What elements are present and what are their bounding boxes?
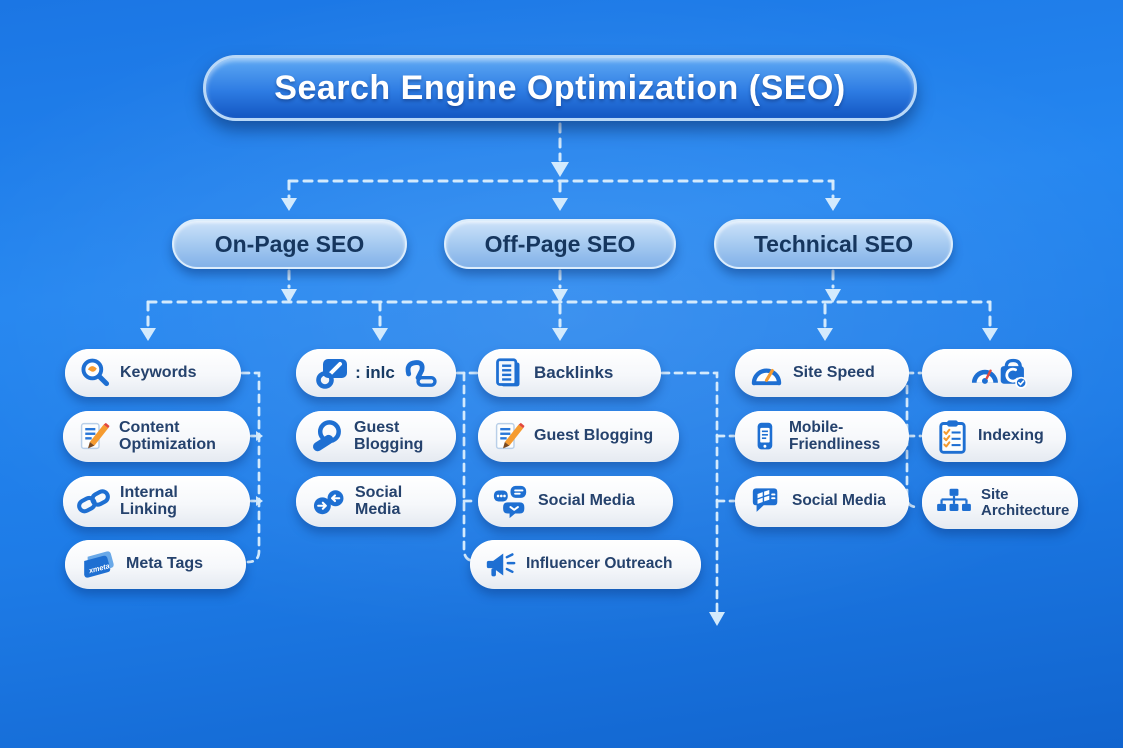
node-label: Backlinks xyxy=(534,362,614,382)
chat-bubbles-icon xyxy=(492,484,529,519)
branch-on-page-seo: On-Page SEO xyxy=(172,219,407,269)
node-label: Guest Blogging xyxy=(354,418,424,453)
branch-label: On-Page SEO xyxy=(214,230,365,257)
node-social-media: Social Media xyxy=(296,476,456,527)
branch-label: Technical SEO xyxy=(753,230,914,257)
node-label: Influencer Outreach xyxy=(526,555,673,573)
document-pencil-icon xyxy=(77,420,110,453)
node-label: Keywords xyxy=(120,363,197,381)
node-guest-blogging: Guest Blogging xyxy=(478,411,679,462)
node-meta-tags: xmeta Meta Tags xyxy=(65,540,246,589)
node-backlinks: Backlinks xyxy=(478,349,661,397)
node-label: Mobile-Friendliness xyxy=(789,419,881,453)
node-label: Site Architecture xyxy=(981,485,1070,519)
node-content-optimization: Content Optimization xyxy=(63,411,250,462)
node-label: Social Media xyxy=(538,492,635,510)
diagram-title-label: Search Engine Optimization (SEO) xyxy=(274,68,846,107)
link-card-icon xyxy=(314,356,350,390)
diagram-title: Search Engine Optimization (SEO) xyxy=(203,55,917,121)
node-guest-blogging: Guest Blogging xyxy=(296,411,456,462)
node-label: Indexing xyxy=(978,427,1044,445)
node-label: Content Optimization xyxy=(119,418,216,453)
pen-loop-icon xyxy=(310,419,345,454)
node-mobile-friendliness: Mobile-Friendliness xyxy=(735,411,909,462)
node-label: Social Media xyxy=(792,492,886,510)
gauge-camera-icon xyxy=(967,354,1027,393)
sitemap-icon xyxy=(936,487,972,519)
node-social-media: Social Media xyxy=(735,476,909,527)
node-internal-linking: Internal Linking xyxy=(63,476,250,527)
megaphone-icon xyxy=(484,549,517,580)
chain-link-icon xyxy=(77,485,111,519)
document-pencil-icon xyxy=(492,420,525,453)
node-label: Guest Blogging xyxy=(534,427,654,445)
node-indexing: Indexing xyxy=(922,411,1066,462)
document-lines-icon xyxy=(492,357,525,390)
clipboard-checklist-icon xyxy=(936,419,969,455)
meta-tag-icon: xmeta xyxy=(79,548,117,581)
node-site-speed: Site Speed xyxy=(735,349,909,397)
node-keywords: Keywords xyxy=(65,349,241,397)
magnifier-key-icon xyxy=(79,357,111,389)
node-label: Social Media xyxy=(355,483,403,518)
share-circles-icon xyxy=(310,487,346,517)
branch-technical-seo: Technical SEO xyxy=(714,219,953,269)
node-influencer-outreach: Influencer Outreach xyxy=(470,540,701,589)
branch-label: Off-Page SEO xyxy=(484,230,636,257)
smartphone-icon xyxy=(749,421,780,452)
node-label: Meta Tags xyxy=(126,555,204,573)
node-label: : inlc xyxy=(355,362,395,382)
node-label: Site Speed xyxy=(793,363,875,381)
chat-lightning-icon xyxy=(749,486,783,518)
node-social-media: Social Media xyxy=(478,476,673,527)
node-label: Internal Linking xyxy=(120,483,178,518)
node-link-badge: : inlc xyxy=(296,349,456,397)
speed-gauge-icon xyxy=(749,359,784,388)
branch-off-page-seo: Off-Page SEO xyxy=(444,219,676,269)
link-hook-icon xyxy=(400,358,438,388)
node-speed-audit-badge xyxy=(922,349,1072,397)
node-site-architecture: Site Architecture xyxy=(922,476,1078,529)
